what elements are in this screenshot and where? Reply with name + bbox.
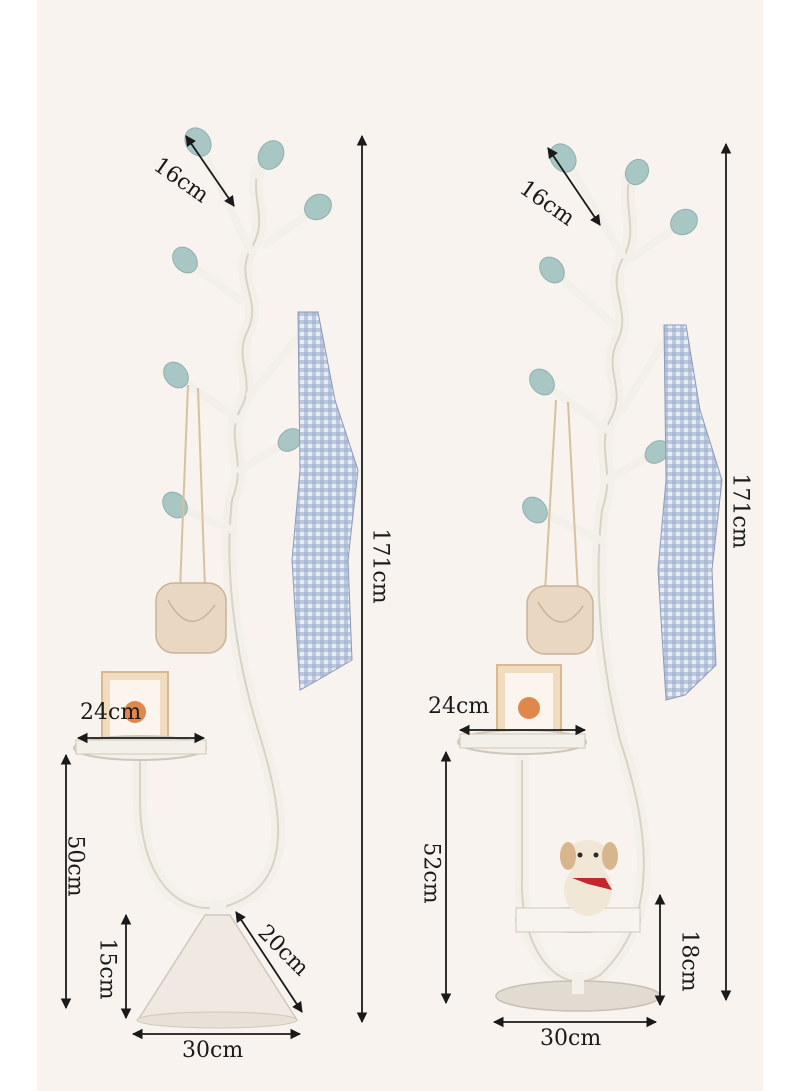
left-total-height-label: 171cm [367, 528, 393, 604]
left-scarf [291, 311, 359, 691]
right-tray-diameter-label: 24cm [428, 694, 490, 719]
right-scarf [657, 324, 723, 701]
right-plush-dog [560, 840, 618, 916]
right-total-height-label: 171cm [727, 473, 753, 549]
right-coat-rack [457, 143, 723, 1012]
right-base-width-label: 30cm [540, 1026, 602, 1051]
left-coat-rack [73, 127, 359, 1029]
left-tray-diameter-label: 24cm [80, 700, 142, 725]
left-tray-height-label: 50cm [62, 835, 88, 897]
left-bag [155, 582, 227, 654]
right-tray-height-label: 52cm [418, 842, 444, 904]
left-base-width-label: 30cm [182, 1038, 244, 1063]
dimension-lines [60, 134, 732, 1040]
right-bag [526, 585, 594, 655]
left-base-height-label: 15cm [94, 938, 120, 1000]
right-basket-height-label: 18cm [676, 930, 702, 992]
